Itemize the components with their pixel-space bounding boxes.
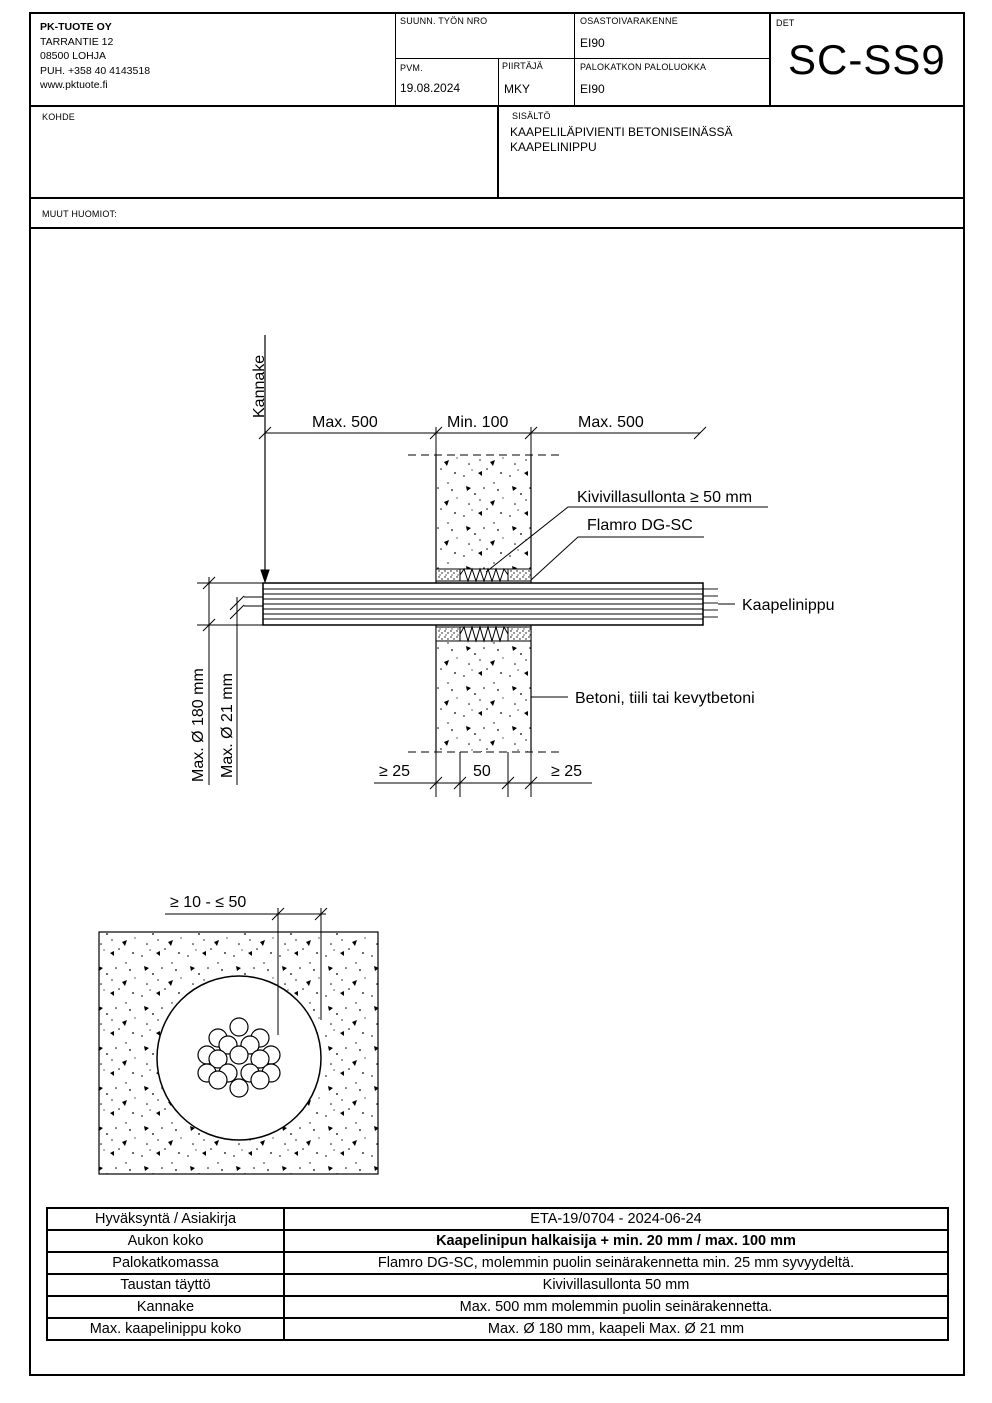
osasto-value: EI90 [580, 36, 605, 50]
table-key: Aukon koko [46, 1229, 285, 1253]
dim-max500-right: Max. 500 [578, 414, 644, 431]
header-divider [498, 58, 499, 106]
company-phone: PUH. +358 40 4143518 [40, 64, 151, 77]
sisalto-content: KAAPELILÄPIVIENTI BETONISEINÄSSÄ KAAPELI… [510, 125, 733, 155]
wall-lower [436, 641, 531, 752]
header-divider [769, 12, 771, 106]
leader-lines [485, 506, 768, 698]
piirtaja-label: PIIRTÄJÄ [502, 61, 543, 71]
kohde-label: KOHDE [42, 112, 76, 122]
table-row: Max. kaapelinippu koko Max. Ø 180 mm, ka… [46, 1317, 949, 1341]
label-betoni: Betoni, tiili tai kevytbetoni [575, 690, 755, 707]
dim-ge25-right: ≥ 25 [551, 763, 582, 780]
det-value: SC-SS9 [788, 36, 946, 83]
piirtaja-value: MKY [504, 82, 531, 96]
company-street: TARRANTIE 12 [40, 35, 114, 48]
dim-gap-range: ≥ 10 - ≤ 50 [170, 894, 246, 911]
info-table: Hyväksyntä / Asiakirja ETA-19/0704 - 202… [46, 1207, 949, 1341]
palo-value: EI90 [580, 82, 605, 96]
table-value: Kivivillasullonta 50 mm [283, 1273, 949, 1297]
company-block: PK-TUOTE OY TARRANTIE 12 08500 LOHJA PUH… [40, 20, 150, 93]
header-divider [395, 12, 396, 106]
kannake-label: Kannake [251, 355, 268, 418]
table-key: Palokatkomassa [46, 1251, 285, 1275]
table-key: Hyväksyntä / Asiakirja [46, 1207, 285, 1231]
muut-label: MUUT HUOMIOT: [42, 209, 117, 219]
table-key: Taustan täyttö [46, 1273, 285, 1297]
dim-max500-left: Max. 500 [312, 414, 378, 431]
company-web: www.pktuote.fi [40, 79, 108, 91]
gap-dimension [165, 907, 328, 1035]
label-kivivilla: Kivivillasullonta ≥ 50 mm [577, 489, 752, 506]
suunn-label: SUUNN. TYÖN NRO [400, 16, 488, 26]
table-value: Kaapelinipun halkaisija + min. 20 mm / m… [283, 1229, 949, 1253]
sisalto-line2: KAAPELINIPPU [510, 140, 597, 154]
drawing-frame [29, 12, 965, 1376]
header-divider [29, 227, 965, 229]
osasto-label: OSASTOIVARAKENNE [580, 16, 678, 26]
table-value: ETA-19/0704 - 2024-06-24 [283, 1207, 949, 1231]
sisalto-label: SISÄLTÖ [512, 111, 551, 121]
company-city: 08500 LOHJA [40, 50, 106, 62]
company-name: PK-TUOTE OY [40, 21, 112, 33]
det-label: DET [776, 18, 795, 28]
dim-min100: Min. 100 [447, 414, 508, 431]
dim-max180: Max. Ø 180 mm [190, 668, 207, 782]
label-flamro: Flamro DG-SC [587, 517, 693, 534]
label-kaapelinippu: Kaapelinippu [742, 597, 835, 614]
elevation-view: ≥ 10 - ≤ 50 [98, 894, 379, 1175]
table-row: Hyväksyntä / Asiakirja ETA-19/0704 - 202… [46, 1207, 949, 1231]
header-divider [574, 12, 575, 106]
pvm-value: 19.08.2024 [400, 81, 461, 95]
dim-ge25-left: ≥ 25 [379, 763, 410, 780]
header-divider [29, 197, 965, 199]
table-row: Taustan täyttö Kivivillasullonta 50 mm [46, 1273, 949, 1297]
sisalto-line1: KAAPELILÄPIVIENTI BETONISEINÄSSÄ [510, 125, 733, 139]
kannake-support [260, 335, 270, 584]
table-row: Kannake Max. 500 mm molemmin puolin sein… [46, 1295, 949, 1319]
left-dimension [197, 576, 263, 785]
wall-section [408, 454, 560, 753]
top-dimension [258, 426, 707, 455]
header-divider [497, 106, 499, 198]
palo-label: PALOKATKON PALOLUOKKA [580, 62, 707, 72]
table-key: Kannake [46, 1295, 285, 1319]
bottom-dimension [374, 752, 592, 797]
table-value: Max. Ø 180 mm, kaapeli Max. Ø 21 mm [283, 1317, 949, 1341]
header-divider [396, 58, 769, 59]
table-value: Flamro DG-SC, molemmin puolin seinäraken… [283, 1251, 949, 1275]
dim-50: 50 [473, 763, 491, 780]
table-value: Max. 500 mm molemmin puolin seinärakenne… [283, 1295, 949, 1319]
table-key: Max. kaapelinippu koko [46, 1317, 285, 1341]
table-row: Palokatkomassa Flamro DG-SC, molemmin pu… [46, 1251, 949, 1275]
pvm-label: PVM. [400, 63, 423, 73]
table-row: Aukon koko Kaapelinipun halkaisija + min… [46, 1229, 949, 1253]
cable-cross-section [197, 1017, 281, 1098]
wall-upper [436, 455, 531, 569]
dim-max21: Max. Ø 21 mm [219, 673, 236, 778]
cable-bundle [244, 582, 718, 626]
